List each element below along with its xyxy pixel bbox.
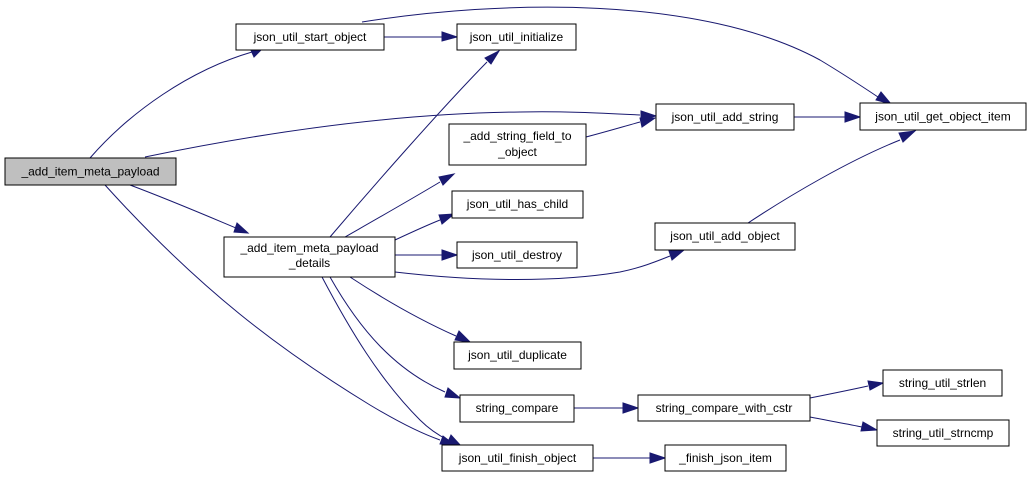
edge-with-cstr-to-strlen: [809, 380, 885, 399]
node-label: _add_item_meta_payload: [20, 165, 159, 179]
node-json-util-start-object[interactable]: json_util_start_object: [235, 23, 385, 51]
node-add-item-meta-payload[interactable]: _add_item_meta_payload: [4, 157, 177, 186]
node-label: string_util_strncmp: [893, 426, 994, 440]
node-label: _add_item_meta_payload: [239, 241, 378, 255]
node-json-util-initialize[interactable]: json_util_initialize: [456, 23, 577, 51]
node-label: json_util_has_child: [466, 197, 568, 211]
edge-details-to-duplicate: [349, 276, 472, 343]
node-label: json_util_get_object_item: [874, 110, 1010, 124]
edge-details-to-add-string-field: [344, 173, 456, 238]
node-label: json_util_destroy: [471, 248, 562, 262]
node-finish-json-item[interactable]: _finish_json_item: [664, 444, 787, 472]
edge-finish-object-to-finish-json-item: [592, 452, 667, 464]
node-json-util-add-string[interactable]: json_util_add_string: [655, 103, 795, 131]
edge-add-item-meta-payload-to-details: [129, 184, 250, 234]
edge-details-to-string-compare: [329, 276, 462, 399]
node-label: string_util_strlen: [899, 376, 986, 390]
node-label: _add_string_field_to: [462, 129, 571, 143]
edge-start-object-to-get-object-item: [361, 6, 893, 105]
node-string-compare[interactable]: string_compare: [459, 394, 575, 423]
edge-string-compare-to-with-cstr: [574, 402, 640, 414]
node-label: json_util_start_object: [253, 30, 367, 44]
node-label: json_util_add_object: [669, 229, 780, 243]
node-label: json_util_duplicate: [467, 348, 567, 362]
node-label: _object: [497, 145, 537, 159]
edge-add-object-to-get-object-item: [744, 130, 917, 226]
node-label: json_util_initialize: [469, 30, 564, 44]
node-string-compare-with-cstr[interactable]: string_compare_with_cstr: [637, 394, 811, 422]
edge-details-to-initialize: [329, 49, 501, 238]
node-json-util-destroy[interactable]: json_util_destroy: [456, 241, 578, 269]
node-json-util-duplicate[interactable]: json_util_duplicate: [453, 341, 582, 370]
node-json-util-add-object[interactable]: json_util_add_object: [654, 222, 796, 251]
node-label: json_util_finish_object: [458, 451, 577, 465]
edge-details-to-has-child: [394, 213, 456, 241]
node-add-string-field-to-object[interactable]: _add_string_field_to _object: [448, 123, 587, 166]
node-label: _details: [288, 256, 330, 270]
edge-add-string-to-get-object-item: [794, 111, 862, 123]
edges-layer: [89, 6, 917, 464]
nodes-layer: _add_item_meta_payload json_util_start_o…: [4, 23, 1027, 472]
edge-start-object-to-initialize: [384, 31, 459, 42]
edge-add-string-field-to-add-string: [585, 117, 657, 138]
edge-add-item-meta-payload-to-json-util-finish-object: [104, 184, 458, 447]
node-label: _finish_json_item: [678, 451, 772, 465]
edge-with-cstr-to-strncmp: [809, 416, 879, 432]
node-label: string_compare_with_cstr: [656, 401, 793, 415]
node-json-util-finish-object[interactable]: json_util_finish_object: [441, 444, 594, 472]
edge-details-to-destroy: [395, 249, 459, 261]
node-string-util-strncmp[interactable]: string_util_strncmp: [876, 419, 1010, 447]
edge-add-item-meta-payload-to-json-util-start-object: [89, 45, 267, 159]
node-string-util-strlen[interactable]: string_util_strlen: [882, 369, 1003, 397]
node-add-item-meta-payload-details[interactable]: _add_item_meta_payload _details: [223, 236, 396, 278]
node-json-util-get-object-item[interactable]: json_util_get_object_item: [859, 102, 1027, 131]
node-label: string_compare: [476, 401, 559, 415]
node-label: json_util_add_string: [671, 110, 779, 124]
node-json-util-has-child[interactable]: json_util_has_child: [451, 190, 584, 219]
